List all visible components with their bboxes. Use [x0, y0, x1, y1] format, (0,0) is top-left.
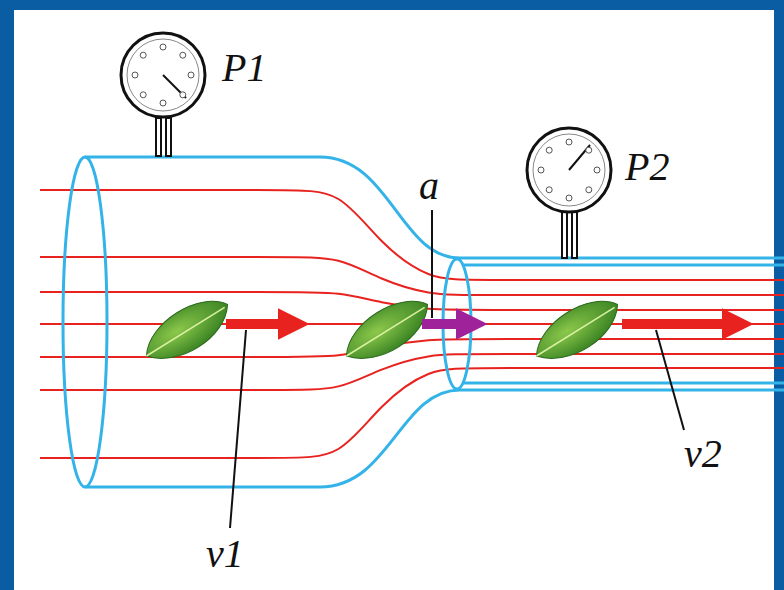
gauge-mark [140, 92, 146, 98]
ground [14, 10, 774, 590]
gauge-mark [566, 195, 572, 201]
leaves [135, 289, 628, 372]
gauge-mark [566, 139, 572, 145]
quantity-label: v1 [206, 534, 244, 574]
gauge-mark [538, 167, 544, 173]
pressure-gauge [121, 33, 205, 156]
velocity-arrow [622, 319, 728, 329]
gauge-mark [586, 187, 592, 193]
pressure-gauge [527, 128, 611, 258]
quantity-label: P1 [222, 48, 266, 88]
gauge-mark [140, 52, 146, 58]
quantity-label: a [419, 166, 439, 206]
gauge-mark [160, 44, 166, 50]
streamline [40, 368, 784, 458]
gauge-mark [180, 92, 186, 98]
streamline [40, 190, 784, 280]
leader-lines [230, 210, 684, 528]
quantity-label: P2 [625, 147, 669, 187]
gauge-mark [160, 100, 166, 106]
quantity-label: v2 [684, 434, 722, 474]
streamline [40, 354, 784, 390]
gauge-mark [132, 72, 138, 78]
velocity-arrow [226, 319, 284, 329]
pipe [63, 157, 784, 487]
gauge-mark [180, 52, 186, 58]
gauge-mark [546, 147, 552, 153]
acceleration-arrow [422, 319, 462, 329]
gauge-mark [586, 147, 592, 153]
gauge-mark [594, 167, 600, 173]
streamline [40, 257, 784, 295]
gauge-mark [188, 72, 194, 78]
gauge-mark [546, 187, 552, 193]
